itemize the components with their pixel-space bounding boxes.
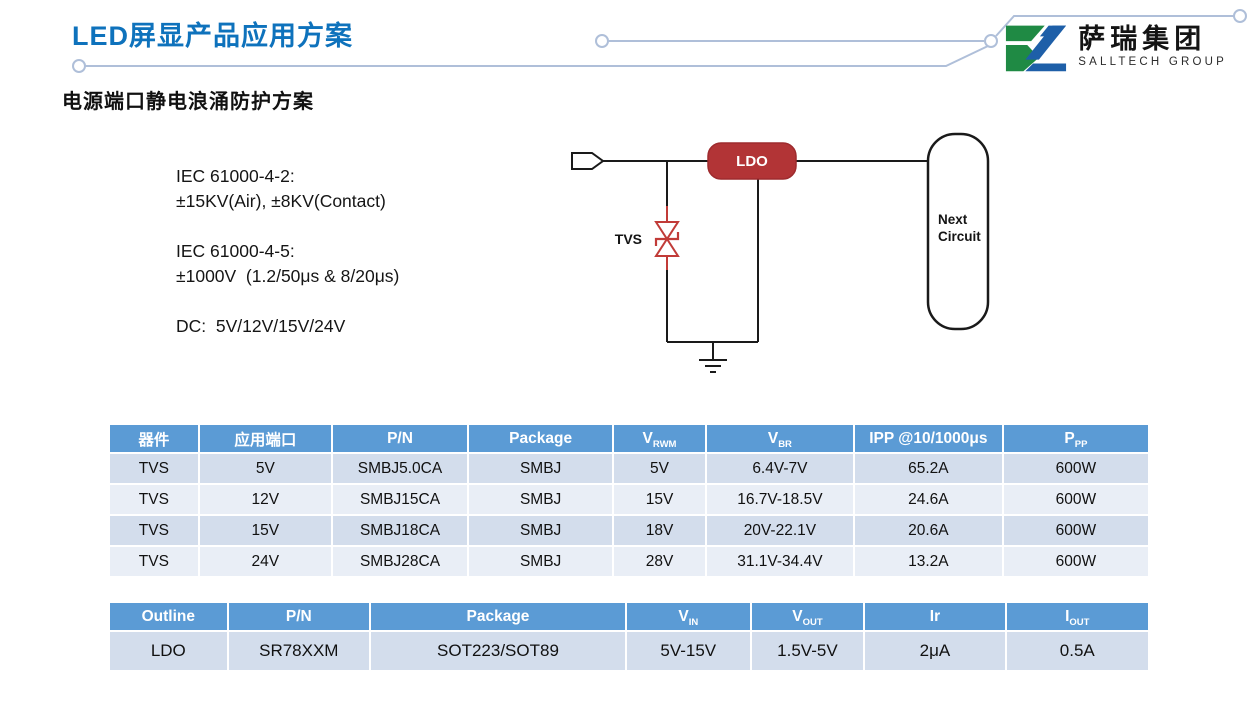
column-header: VIN xyxy=(626,603,750,630)
column-header: VBR xyxy=(706,425,853,452)
salltech-logo-mark xyxy=(1006,25,1067,72)
column-header: IPP @10/1000μs xyxy=(854,425,1002,452)
salltech-logo-text: 萨瑞集团 SALLTECH GROUP xyxy=(1078,23,1227,69)
table-cell: 12V xyxy=(199,485,331,514)
spec-text-block: IEC 61000-4-2:±15KV(Air), ±8KV(Contact)I… xyxy=(176,164,399,364)
ldo-label: LDO xyxy=(736,153,768,170)
table-cell: 600W xyxy=(1003,516,1148,545)
column-header: Package xyxy=(370,603,625,630)
column-header: IOUT xyxy=(1006,603,1148,630)
table-cell: 18V xyxy=(614,516,705,545)
spec-line: DC: 5V/12V/15V/24V xyxy=(176,316,346,336)
table-cell: 20V-22.1V xyxy=(706,516,853,545)
table-cell: 5V xyxy=(199,454,331,483)
table-cell: 600W xyxy=(1003,547,1148,576)
spec-group: DC: 5V/12V/15V/24V xyxy=(176,314,399,339)
deco-node xyxy=(984,34,998,48)
column-header: P/N xyxy=(332,425,468,452)
table-cell: SMBJ xyxy=(469,454,613,483)
table-cell: 2μA xyxy=(865,632,1005,670)
table-cell: TVS xyxy=(110,516,198,545)
spec-line: ±15KV(Air), ±8KV(Contact) xyxy=(176,191,386,211)
spec-group: IEC 61000-4-2: ±15KV(Air), ±8KV(Contact) xyxy=(176,164,399,214)
table-cell: 15V xyxy=(199,516,331,545)
table-cell: 600W xyxy=(1003,485,1148,514)
table-cell: 65.2A xyxy=(854,454,1002,483)
salltech-logo: 萨瑞集团 SALLTECH GROUP xyxy=(1004,20,1227,74)
ground-icon xyxy=(699,342,727,373)
deco-node xyxy=(595,34,609,48)
page-title: LED屏显产品应用方案 xyxy=(72,21,353,51)
logo-name-cn: 萨瑞集团 xyxy=(1078,23,1207,54)
table-cell: TVS xyxy=(110,547,198,576)
column-header: Outline xyxy=(110,603,227,630)
column-header: Package xyxy=(469,425,613,452)
table-cell: 5V-15V xyxy=(626,632,750,670)
deco-line-upper xyxy=(995,15,1234,37)
table-cell: SMBJ18CA xyxy=(332,516,468,545)
next-circuit-label: Next Circuit xyxy=(938,212,981,244)
table-cell: 24V xyxy=(199,547,331,576)
table-cell: 15V xyxy=(614,485,705,514)
table-cell: 13.2A xyxy=(854,547,1002,576)
tvs-label: TVS xyxy=(615,231,642,247)
table-cell: 16.7V-18.5V xyxy=(706,485,853,514)
table-cell: TVS xyxy=(110,454,198,483)
table-cell: 0.5A xyxy=(1006,632,1148,670)
tvs-diode-icon xyxy=(654,206,680,270)
table-cell: 1.5V-5V xyxy=(751,632,864,670)
column-header: P/N xyxy=(228,603,369,630)
column-header: VOUT xyxy=(751,603,864,630)
input-connector-icon xyxy=(571,152,605,170)
table-cell: SMBJ xyxy=(469,516,613,545)
table-cell: 31.1V-34.4V xyxy=(706,547,853,576)
table-cell: 5V xyxy=(614,454,705,483)
circuit-trace-decoration xyxy=(72,9,1247,73)
table-cell: 24.6A xyxy=(854,485,1002,514)
table-cell: 28V xyxy=(614,547,705,576)
logo-name-en: SALLTECH GROUP xyxy=(1078,55,1227,68)
table-cell: SMBJ5.0CA xyxy=(332,454,468,483)
column-header: 器件 xyxy=(110,425,198,452)
deco-node xyxy=(72,59,86,73)
ldo-box xyxy=(707,142,797,180)
next-circuit-box xyxy=(926,132,990,331)
section-subtitle: 电源端口静电浪涌防护方案 xyxy=(62,91,314,113)
table-cell: LDO xyxy=(110,632,227,670)
deco-line-lower xyxy=(85,45,989,67)
table-cell: TVS xyxy=(110,485,198,514)
table-cell: 600W xyxy=(1003,454,1148,483)
spec-line: IEC 61000-4-2: xyxy=(176,166,295,186)
spec-group: IEC 61000-4-5: ±1000V (1.2/50μs & 8/20μs) xyxy=(176,239,399,289)
table-cell: SMBJ xyxy=(469,547,613,576)
deco-node xyxy=(1233,9,1247,23)
table-cell: SMBJ15CA xyxy=(332,485,468,514)
table-cell: SR78XXM xyxy=(228,632,369,670)
column-header: Ir xyxy=(865,603,1005,630)
table-cell: 6.4V-7V xyxy=(706,454,853,483)
spec-line: IEC 61000-4-5: xyxy=(176,241,295,261)
circuit-diagram: LDO TVS Next Circuit xyxy=(571,132,990,373)
column-header: PPP xyxy=(1003,425,1148,452)
table-cell: SOT223/SOT89 xyxy=(370,632,625,670)
table-cell: 20.6A xyxy=(854,516,1002,545)
spec-line: ±1000V (1.2/50μs & 8/20μs) xyxy=(176,266,400,286)
column-header: VRWM xyxy=(614,425,705,452)
column-header: 应用端口 xyxy=(199,425,331,452)
table-cell: SMBJ xyxy=(469,485,613,514)
table-cell: SMBJ28CA xyxy=(332,547,468,576)
